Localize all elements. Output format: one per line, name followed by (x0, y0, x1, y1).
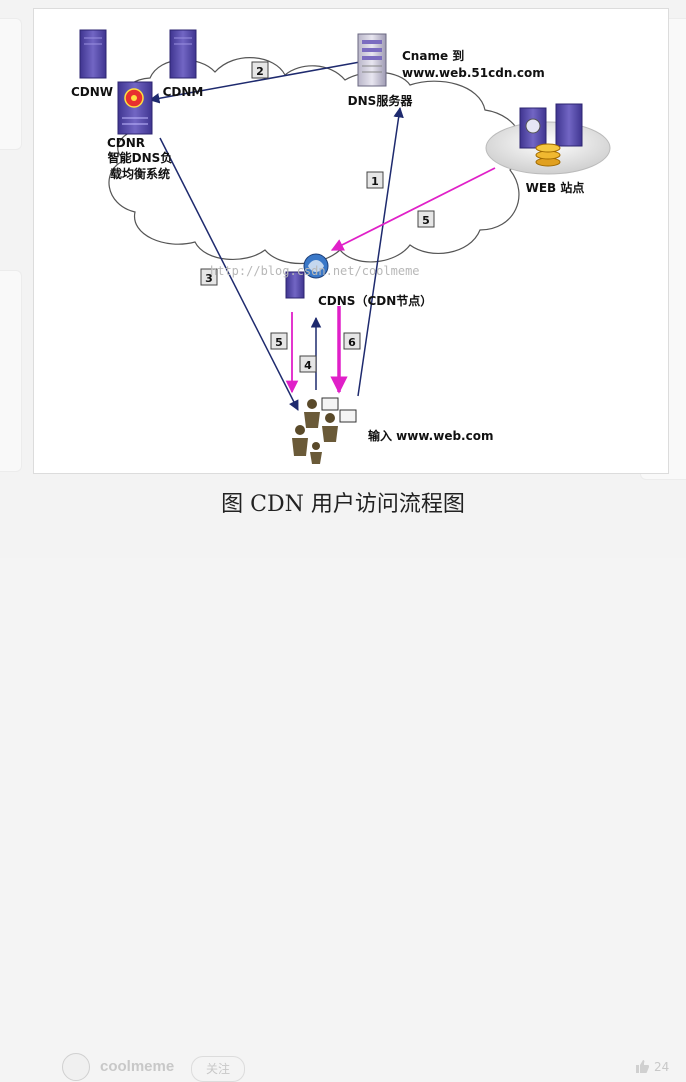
cdnr-label: CDNR (107, 136, 145, 150)
article-footer: coolmeme 关注 24 (0, 522, 686, 1082)
step-box-1: 1 (366, 171, 384, 189)
step-box-5-web: 5 (417, 210, 435, 228)
cdnr-desc-line1: 智能DNS负 (107, 150, 173, 165)
step-box-4: 4 (299, 355, 317, 373)
arrow-step-5-web (330, 167, 496, 251)
cdnm-server-icon (169, 29, 197, 79)
web-site-icon (485, 103, 611, 175)
svg-text:6: 6 (348, 336, 356, 349)
cdnr-desc-line2: 载均衡系统 (110, 166, 170, 181)
input-url-label: 输入 www.web.com (368, 428, 493, 443)
follow-button[interactable]: 关注 (191, 1056, 245, 1082)
arrow-step-2 (148, 61, 361, 104)
arrow-step-1 (357, 106, 404, 397)
web-site-label: WEB 站点 (526, 180, 585, 195)
step-box-3: 3 (200, 268, 218, 286)
cdnw-server-icon (79, 29, 107, 79)
author-avatar[interactable] (62, 1053, 90, 1081)
cdnw-label: CDNW (71, 85, 113, 99)
cdnm-label: CDNM (163, 85, 204, 99)
svg-text:1: 1 (371, 175, 379, 188)
cdn-flow-diagram: 2 1 5 3 5 6 4 CDNW CDNM (71, 29, 611, 464)
left-side-panel (0, 18, 22, 150)
author-name[interactable]: coolmeme (100, 1058, 175, 1075)
thumbs-up-icon[interactable] (634, 1058, 650, 1074)
dns-server-label: DNS服务器 (348, 93, 414, 108)
cdnr-load-balancer-icon (117, 81, 153, 135)
svg-text:3: 3 (205, 272, 213, 285)
svg-text:2: 2 (256, 65, 264, 78)
like-count: 24 (654, 1060, 670, 1074)
cdns-label: CDNS（CDN节点） (318, 293, 432, 308)
arrow-step-3 (159, 137, 299, 411)
cname-line1: Cname 到 (402, 48, 464, 63)
users-icon (292, 397, 357, 464)
left-side-panel-lower (0, 270, 22, 472)
watermark-text: http://blog.csdn.net/coolmeme (210, 264, 420, 278)
cname-line2: www.web.51cdn.com (402, 66, 545, 80)
step-box-6: 6 (343, 332, 361, 350)
dns-server-icon (357, 33, 387, 87)
svg-text:5: 5 (275, 336, 283, 349)
svg-text:4: 4 (304, 359, 312, 372)
step-box-5-cdns: 5 (270, 332, 288, 350)
cdns-node-icon (285, 253, 329, 299)
step-box-2: 2 (251, 61, 269, 79)
svg-text:5: 5 (422, 214, 430, 227)
figure-caption: 图 CDN 用户访问流程图 (221, 492, 465, 517)
